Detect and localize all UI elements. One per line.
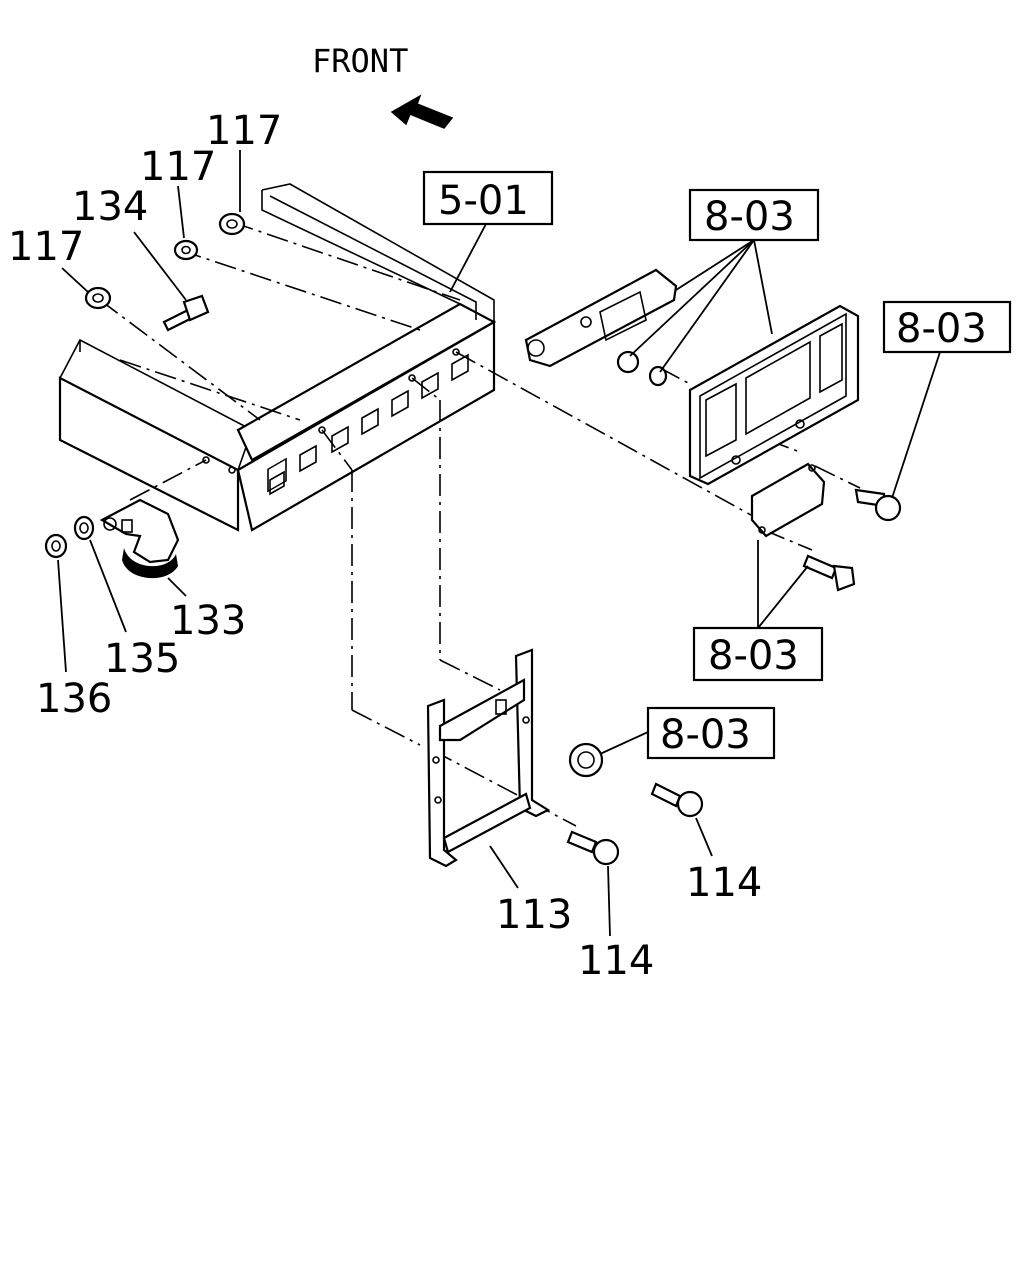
callout-114-lower: 114	[578, 938, 654, 984]
lamp-washer	[648, 365, 668, 387]
bolt-134	[162, 294, 210, 332]
ref-box-5-01[interactable]: 5-01	[422, 170, 554, 226]
callout-117-top: 117	[206, 108, 282, 154]
lamp-bolt-lower	[802, 554, 856, 592]
ref-8-03-mid-text: 8-03	[708, 633, 799, 679]
front-label: FRONT	[312, 42, 408, 80]
lamp-nut	[616, 350, 640, 374]
callout-113: 113	[496, 892, 572, 938]
ref-5-01-text: 5-01	[438, 178, 529, 224]
ref-8-03-lower-text: 8-03	[660, 712, 751, 758]
ref-box-8-03-right[interactable]: 8-03	[882, 300, 1012, 354]
lamp-bolt-upper	[854, 488, 902, 522]
ref-box-8-03-top[interactable]: 8-03	[688, 188, 820, 242]
washer-135	[73, 515, 95, 541]
ref-8-03-right-text: 8-03	[896, 306, 987, 352]
ref-box-8-03-mid[interactable]: 8-03	[692, 626, 824, 682]
nut-117-mid	[173, 239, 199, 261]
bolt-114-lower	[566, 830, 620, 866]
ref-8-03-top-text: 8-03	[704, 194, 795, 240]
leader-lines	[57, 150, 941, 937]
nut-136	[44, 533, 68, 559]
callout-134: 134	[72, 184, 148, 230]
bolt-114-upper	[650, 782, 704, 818]
bracket-113	[426, 648, 551, 868]
nut-117-left	[84, 286, 112, 310]
lamp-plate	[750, 462, 826, 538]
callout-117-mid: 117	[140, 144, 216, 190]
callout-117-left: 117	[8, 224, 84, 270]
ref-box-8-03-lower[interactable]: 8-03	[646, 706, 776, 760]
callout-136: 136	[36, 676, 112, 722]
callout-133: 133	[170, 598, 246, 644]
frame-rail	[58, 183, 497, 532]
arrow-front-icon	[390, 94, 454, 129]
tow-hook-133	[99, 498, 180, 579]
nut-117-top	[218, 212, 246, 236]
callout-135: 135	[104, 636, 180, 682]
alignment-lines	[59, 221, 861, 827]
lamp-bracket	[524, 268, 678, 368]
rear-combination-lamp	[688, 304, 860, 486]
callout-114-upper: 114	[686, 860, 762, 906]
lamp-cap	[568, 742, 604, 778]
